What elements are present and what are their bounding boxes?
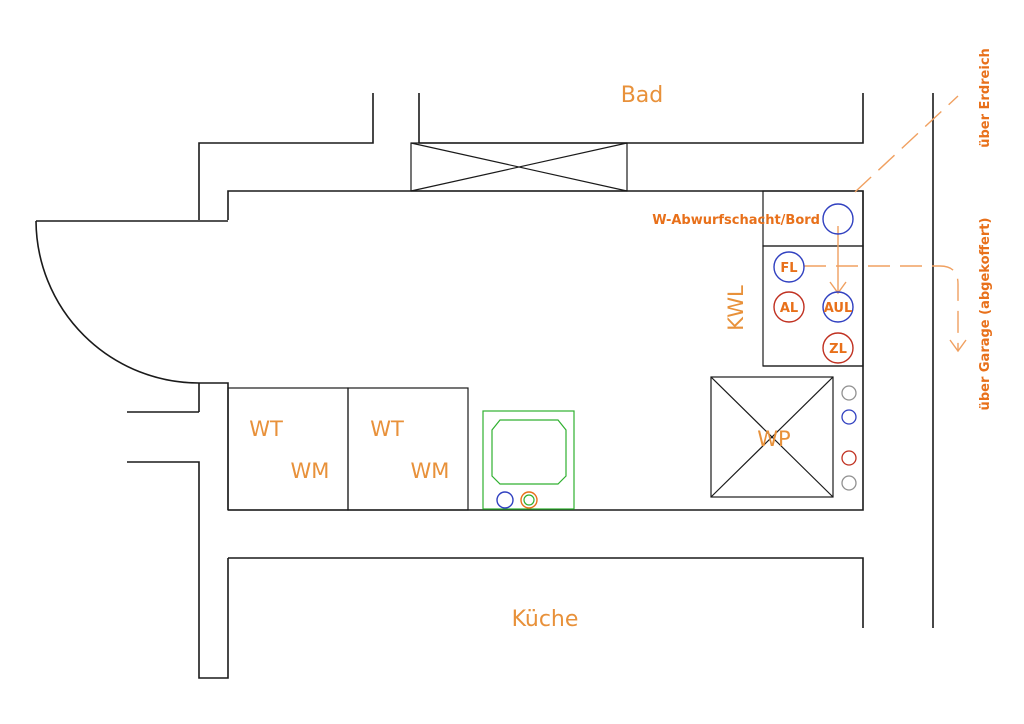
label-via-garage: über Garage (abgekoffert) xyxy=(978,218,993,411)
label-wp: WP xyxy=(757,427,790,451)
left-wall xyxy=(127,411,229,679)
al-duct xyxy=(773,291,805,323)
waste-shaft-circle xyxy=(822,203,854,235)
heat-pump-connections xyxy=(841,385,857,491)
wt-wm-cabinet-2 xyxy=(347,387,469,511)
aul-duct xyxy=(822,291,854,323)
sink xyxy=(482,410,575,510)
room-label-bath: Bad xyxy=(621,83,664,108)
label-via-ground: über Erdreich xyxy=(978,48,993,148)
room-label-kitchen: Küche xyxy=(512,607,579,632)
label-wt-1: WT xyxy=(249,417,283,441)
shaft-boxes xyxy=(762,190,864,367)
label-wm-2: WM xyxy=(411,459,450,483)
al-label: AL xyxy=(780,301,798,316)
label-wm-1: WM xyxy=(291,459,330,483)
duct-routes xyxy=(804,95,959,350)
zl-duct xyxy=(822,332,854,364)
sink-cold-connection xyxy=(496,491,514,509)
heat-pump xyxy=(710,376,834,498)
wall-opening xyxy=(410,142,628,192)
zl-label: ZL xyxy=(829,342,847,357)
duct-arrows xyxy=(829,226,967,353)
label-waste-shaft: W-Abwurfschacht/Bord xyxy=(652,213,820,228)
label-kwl: KWL xyxy=(724,285,748,331)
fl-label: FL xyxy=(780,261,797,276)
wt-wm-cabinet-1 xyxy=(227,387,349,511)
fl-duct xyxy=(773,251,805,283)
sink-hot-connection xyxy=(520,491,538,509)
aul-label: AUL xyxy=(824,301,853,316)
label-wt-2: WT xyxy=(370,417,404,441)
